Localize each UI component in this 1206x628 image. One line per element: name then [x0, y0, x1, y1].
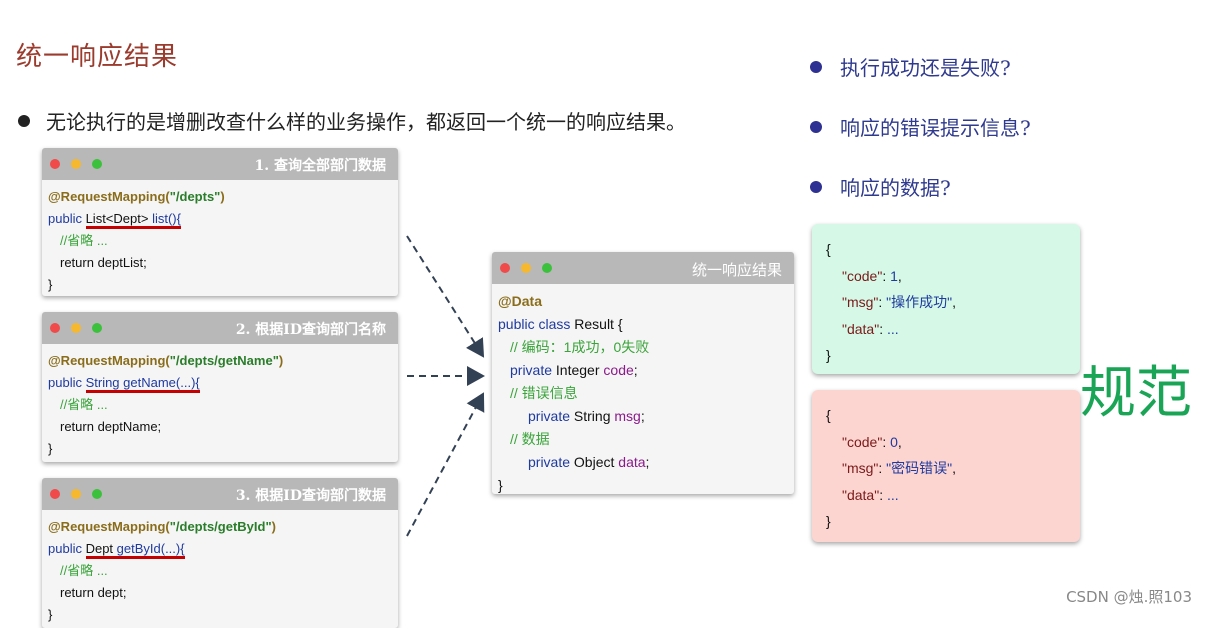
- code-line-comment: //省略 ...: [60, 563, 108, 578]
- json-close: }: [826, 513, 831, 529]
- code-line-field-msg: private String msg;: [528, 408, 645, 424]
- question-text: 响应的错误提示信息?: [840, 116, 1031, 140]
- standard-label: 规范: [1080, 361, 1192, 426]
- minimize-dot-icon: [71, 489, 81, 499]
- close-dot-icon: [50, 323, 60, 333]
- json-error-card: { "code": 0, "msg": "密码错误", "data": ... …: [812, 390, 1080, 542]
- code-line-comment-code: // 编码：1成功，0失败: [510, 339, 650, 355]
- code-line-comment-data: // 数据: [510, 431, 550, 447]
- code-block: @RequestMapping("/depts/getById") public…: [42, 510, 398, 628]
- window-title: 1. 查询全部部门数据: [254, 158, 387, 174]
- json-code-line: "code": 1,: [842, 267, 902, 284]
- code-line-mapping: @RequestMapping("/depts"): [48, 189, 225, 204]
- code-line-mapping: @RequestMapping("/depts/getById"): [48, 519, 276, 534]
- code-line-field-data: private Object data;: [528, 454, 650, 470]
- code-block: @Data public class Result { // 编码：1成功，0失…: [492, 284, 794, 494]
- code-line-data-annotation: @Data: [498, 293, 542, 309]
- close-dot-icon: [500, 263, 510, 273]
- code-window-get-name: 2. 根据ID查询部门名称 @RequestMapping("/depts/ge…: [42, 312, 398, 462]
- code-line-return: return dept;: [60, 585, 127, 600]
- return-type-underline: String getName(...){: [85, 375, 200, 393]
- code-line-signature: public String getName(...){: [48, 372, 392, 394]
- question-2: 响应的错误提示信息?: [810, 112, 1031, 141]
- json-open: {: [826, 241, 831, 257]
- json-success-card: { "code": 1, "msg": "操作成功", "data": ... …: [812, 224, 1080, 374]
- code-block: @RequestMapping("/depts") public List<De…: [42, 180, 398, 296]
- close-dot-icon: [50, 159, 60, 169]
- window-titlebar: 统一响应结果: [492, 252, 794, 284]
- question-dot: [810, 120, 822, 133]
- code-window-list-depts: 1. 查询全部部门数据 @RequestMapping("/depts") pu…: [42, 148, 398, 296]
- code-line-signature: public List<Dept> list(){: [48, 208, 392, 230]
- minimize-dot-icon: [71, 323, 81, 333]
- page-title: 统一响应结果: [16, 42, 179, 72]
- arrows-layer: [406, 235, 485, 537]
- watermark: CSDN @烛.照103: [1066, 588, 1192, 606]
- window-title: 2. 根据ID查询部门名称: [235, 322, 386, 338]
- intro-bullet: 无论执行的是增删改查什么样的业务操作，都返回一个统一的响应结果。: [18, 106, 686, 135]
- json-close: }: [826, 347, 831, 363]
- code-line-comment: //省略 ...: [60, 397, 108, 412]
- code-line-comment: //省略 ...: [60, 233, 108, 248]
- return-type-underline: List<Dept> list(){: [85, 211, 181, 229]
- minimize-dot-icon: [521, 263, 531, 273]
- code-line-field-code: private Integer code;: [510, 362, 638, 378]
- code-line-close: }: [498, 477, 503, 493]
- maximize-dot-icon: [92, 159, 102, 169]
- window-title: 统一响应结果: [691, 261, 782, 279]
- json-msg-line: "msg": "操作成功",: [842, 294, 957, 310]
- json-msg-line: "msg": "密码错误",: [842, 460, 957, 476]
- code-line-brace: }: [48, 441, 53, 456]
- code-line-return: return deptList;: [60, 255, 147, 270]
- code-line-signature: public Dept getById(...){: [48, 538, 392, 560]
- arrow-from-window-3: [406, 392, 485, 537]
- question-dot: [810, 60, 822, 73]
- code-line-mapping: @RequestMapping("/depts/getName"): [48, 353, 284, 368]
- bullet-dot: [18, 114, 30, 127]
- window-title: 3. 根据ID查询部门数据: [235, 488, 386, 504]
- code-window-get-by-id: 3. 根据ID查询部门数据 @RequestMapping("/depts/ge…: [42, 478, 398, 628]
- json-data-line: "data": ...: [842, 486, 899, 503]
- arrow-from-window-1: [406, 235, 485, 358]
- code-line-brace: }: [48, 277, 53, 292]
- code-line-class: public class Result {: [498, 316, 623, 332]
- window-titlebar: 2. 根据ID查询部门名称: [42, 312, 398, 344]
- json-data-line: "data": ...: [842, 320, 899, 337]
- question-text: 响应的数据?: [840, 176, 951, 200]
- return-type-underline: Dept getById(...){: [85, 541, 185, 559]
- code-line-comment-msg: // 错误信息: [510, 385, 578, 401]
- question-3: 响应的数据?: [810, 172, 951, 201]
- question-1: 执行成功还是失败?: [810, 52, 1011, 81]
- result-class-window: 统一响应结果 @Data public class Result { // 编码…: [492, 252, 794, 494]
- json-open: {: [826, 407, 831, 423]
- code-line-return: return deptName;: [60, 419, 162, 434]
- window-titlebar: 1. 查询全部部门数据: [42, 148, 398, 180]
- maximize-dot-icon: [92, 489, 102, 499]
- question-text: 执行成功还是失败?: [840, 56, 1011, 80]
- intro-text: 无论执行的是增删改查什么样的业务操作，都返回一个统一的响应结果。: [46, 110, 686, 134]
- close-dot-icon: [50, 489, 60, 499]
- window-titlebar: 3. 根据ID查询部门数据: [42, 478, 398, 510]
- maximize-dot-icon: [542, 263, 552, 273]
- json-code-line: "code": 0,: [842, 433, 902, 450]
- minimize-dot-icon: [71, 159, 81, 169]
- code-block: @RequestMapping("/depts/getName") public…: [42, 344, 398, 462]
- maximize-dot-icon: [92, 323, 102, 333]
- question-dot: [810, 180, 822, 193]
